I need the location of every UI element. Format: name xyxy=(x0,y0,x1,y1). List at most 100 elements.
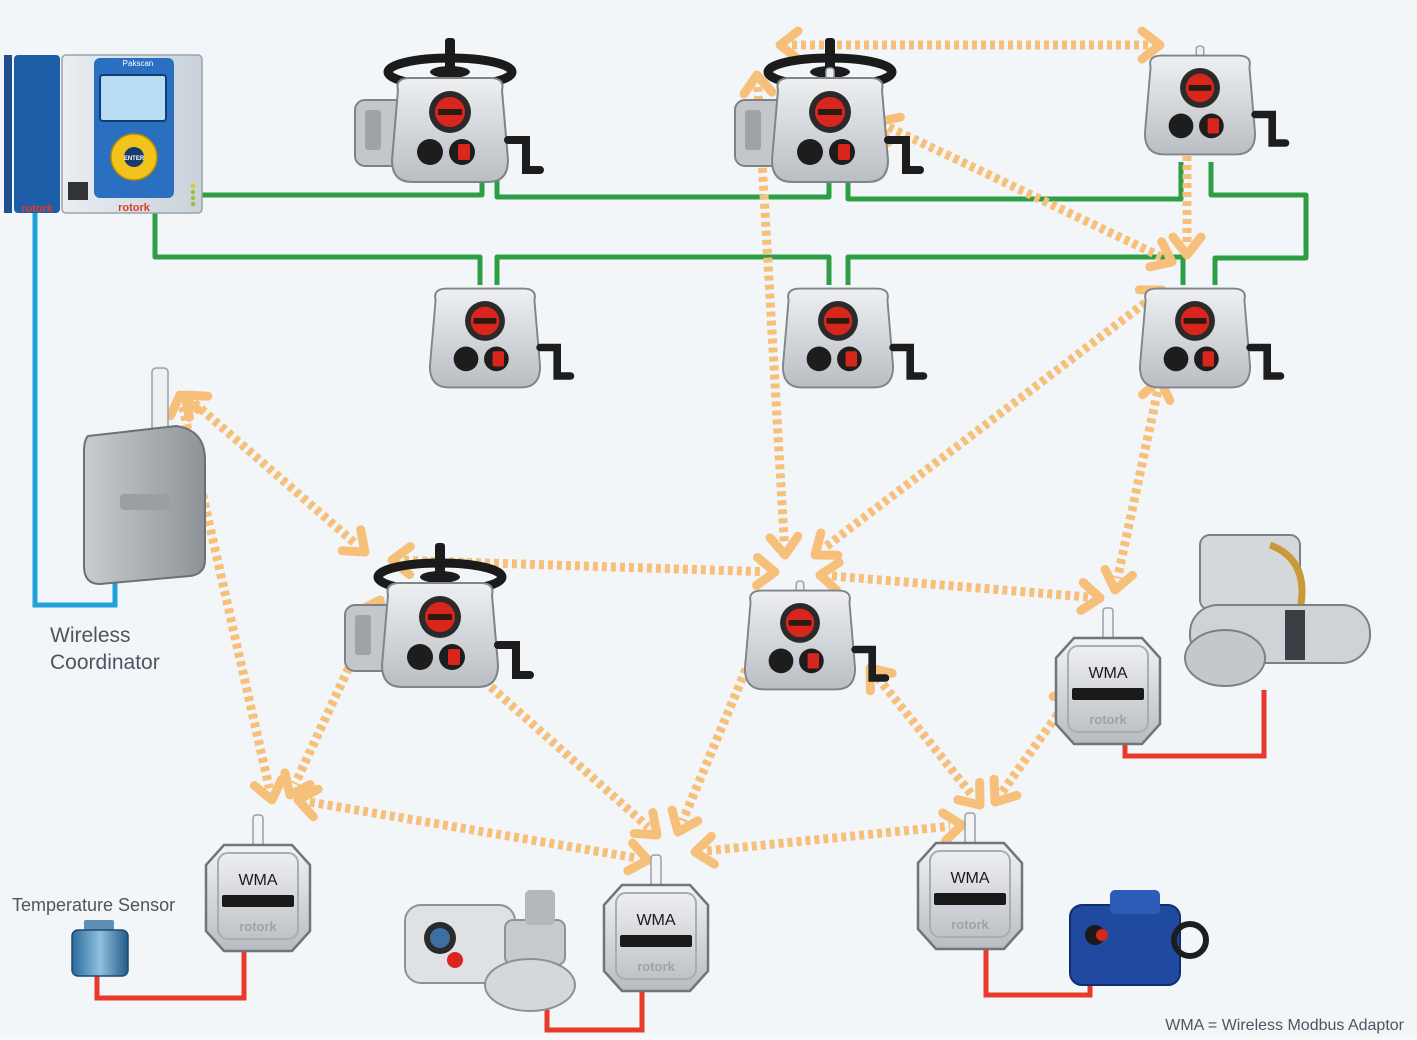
actuator-mid-center xyxy=(781,287,928,389)
linear-actuator-collar xyxy=(1285,610,1305,660)
control-lever xyxy=(1207,118,1219,134)
wma-label: WMA xyxy=(1088,665,1127,682)
wireless-arrowhead xyxy=(953,777,985,810)
wired-bus-segment-2 xyxy=(494,175,832,200)
wireless-arrowhead xyxy=(249,774,287,805)
wireless-arrowhead xyxy=(1168,232,1206,260)
wireless-arrowhead xyxy=(739,70,777,99)
coordinator-label-line1: Wireless xyxy=(50,624,131,647)
hand-crank xyxy=(494,641,534,679)
coordinator-boss xyxy=(120,494,170,510)
left-module-brand: rotork xyxy=(21,203,54,215)
enter-button-label: ENTER xyxy=(124,156,145,162)
control-lever xyxy=(1202,351,1214,367)
linear-actuator xyxy=(1184,534,1371,687)
wireless-arrowhead xyxy=(165,390,203,421)
display-segment xyxy=(428,614,452,620)
control-lever xyxy=(458,144,470,160)
control-lever xyxy=(807,653,819,669)
status-led xyxy=(190,201,196,207)
status-led xyxy=(190,183,196,189)
wireless-arrowhead xyxy=(815,558,844,595)
status-led xyxy=(190,189,196,195)
wma-brand: rotork xyxy=(1089,712,1127,727)
status-led xyxy=(190,195,196,201)
wireless-dashed-line xyxy=(460,659,652,831)
gearbox-display-window xyxy=(430,928,450,948)
blue-actuator-body xyxy=(1069,904,1181,986)
hand-crank xyxy=(536,343,575,380)
wireless-link-14 xyxy=(865,663,985,810)
wma-label: WMA xyxy=(636,912,675,929)
blue-actuator-red-knob xyxy=(1096,929,1108,941)
control-lever xyxy=(492,351,504,367)
wma-center: WMA rotork xyxy=(602,854,710,993)
wireless-dashed-line xyxy=(874,674,976,799)
wireless-arrowhead xyxy=(667,805,703,837)
network-port xyxy=(68,182,88,200)
wireless-arrowhead xyxy=(623,838,653,876)
wireless-dashed-line xyxy=(309,797,637,863)
linear-actuator-end-cap xyxy=(1184,629,1266,687)
selector-knob xyxy=(768,648,794,674)
wireless-dashed-line xyxy=(821,293,1156,552)
wireless-arrowhead xyxy=(752,552,780,590)
linear-actuator-piping xyxy=(1268,541,1306,611)
selector-knob xyxy=(1163,346,1189,372)
antenna xyxy=(1102,607,1114,641)
hand-crank xyxy=(851,645,890,682)
wma-brand: rotork xyxy=(239,919,277,934)
wireless-link-6 xyxy=(1100,375,1175,595)
terminal-box-detail xyxy=(745,110,761,150)
gearbox-valve-actuator xyxy=(404,890,576,1012)
hand-crank xyxy=(884,136,924,174)
wireless-links xyxy=(165,26,1206,876)
wireless-arrowhead xyxy=(629,808,662,840)
terminal-box-detail xyxy=(355,615,371,655)
wired-bus-segment-4 xyxy=(1208,162,1309,285)
panel-edge xyxy=(4,55,12,213)
coordinator-cable xyxy=(32,210,118,608)
display-segment xyxy=(438,109,462,115)
wma-status-strip xyxy=(1072,688,1144,700)
wma-status-strip xyxy=(620,935,692,947)
display-segment xyxy=(788,620,812,626)
wma-status-strip xyxy=(934,893,1006,905)
wma-lid xyxy=(217,852,299,940)
hand-crank xyxy=(504,136,544,174)
wireless-arrowhead xyxy=(989,774,1022,807)
wireless-arrowhead xyxy=(1100,564,1137,595)
display-segment xyxy=(818,109,842,115)
display-segment xyxy=(473,318,497,324)
wireless-dashed-line xyxy=(886,123,1164,261)
gearbox-top xyxy=(525,890,555,925)
wireless-link-1 xyxy=(775,26,1165,64)
wma-brand: rotork xyxy=(637,959,675,974)
wma-lid xyxy=(1067,645,1149,733)
wma-status-strip xyxy=(222,895,294,907)
control-lever xyxy=(845,351,857,367)
wma-label: WMA xyxy=(238,872,277,889)
linear-actuator-head xyxy=(1199,534,1301,611)
valve-body xyxy=(484,958,576,1012)
wireless-dashed-line xyxy=(191,399,359,548)
sensor-body xyxy=(71,929,129,977)
wireless-coordinator-unit xyxy=(83,367,206,586)
device-wire-4 xyxy=(1122,690,1267,759)
display-segment xyxy=(1183,318,1207,324)
temperature-sensor-label: Temperature Sensor xyxy=(12,895,175,915)
hand-crank xyxy=(1251,110,1290,147)
devices: rotorkPakscanENTERrotorkWMArotorkWMAroto… xyxy=(4,38,1371,1012)
wireless-arrowhead xyxy=(1145,237,1177,272)
wma-lid xyxy=(929,850,1011,938)
device-wire-1 xyxy=(94,948,247,1001)
hand-crank xyxy=(1246,343,1285,380)
control-lever xyxy=(448,649,460,665)
control-lever xyxy=(838,144,850,160)
wireless-arrowhead xyxy=(1076,578,1105,615)
wired-bus-segment-5 xyxy=(152,200,483,285)
wireless-link-3 xyxy=(873,112,1177,272)
wireless-dashed-line xyxy=(1113,390,1162,580)
